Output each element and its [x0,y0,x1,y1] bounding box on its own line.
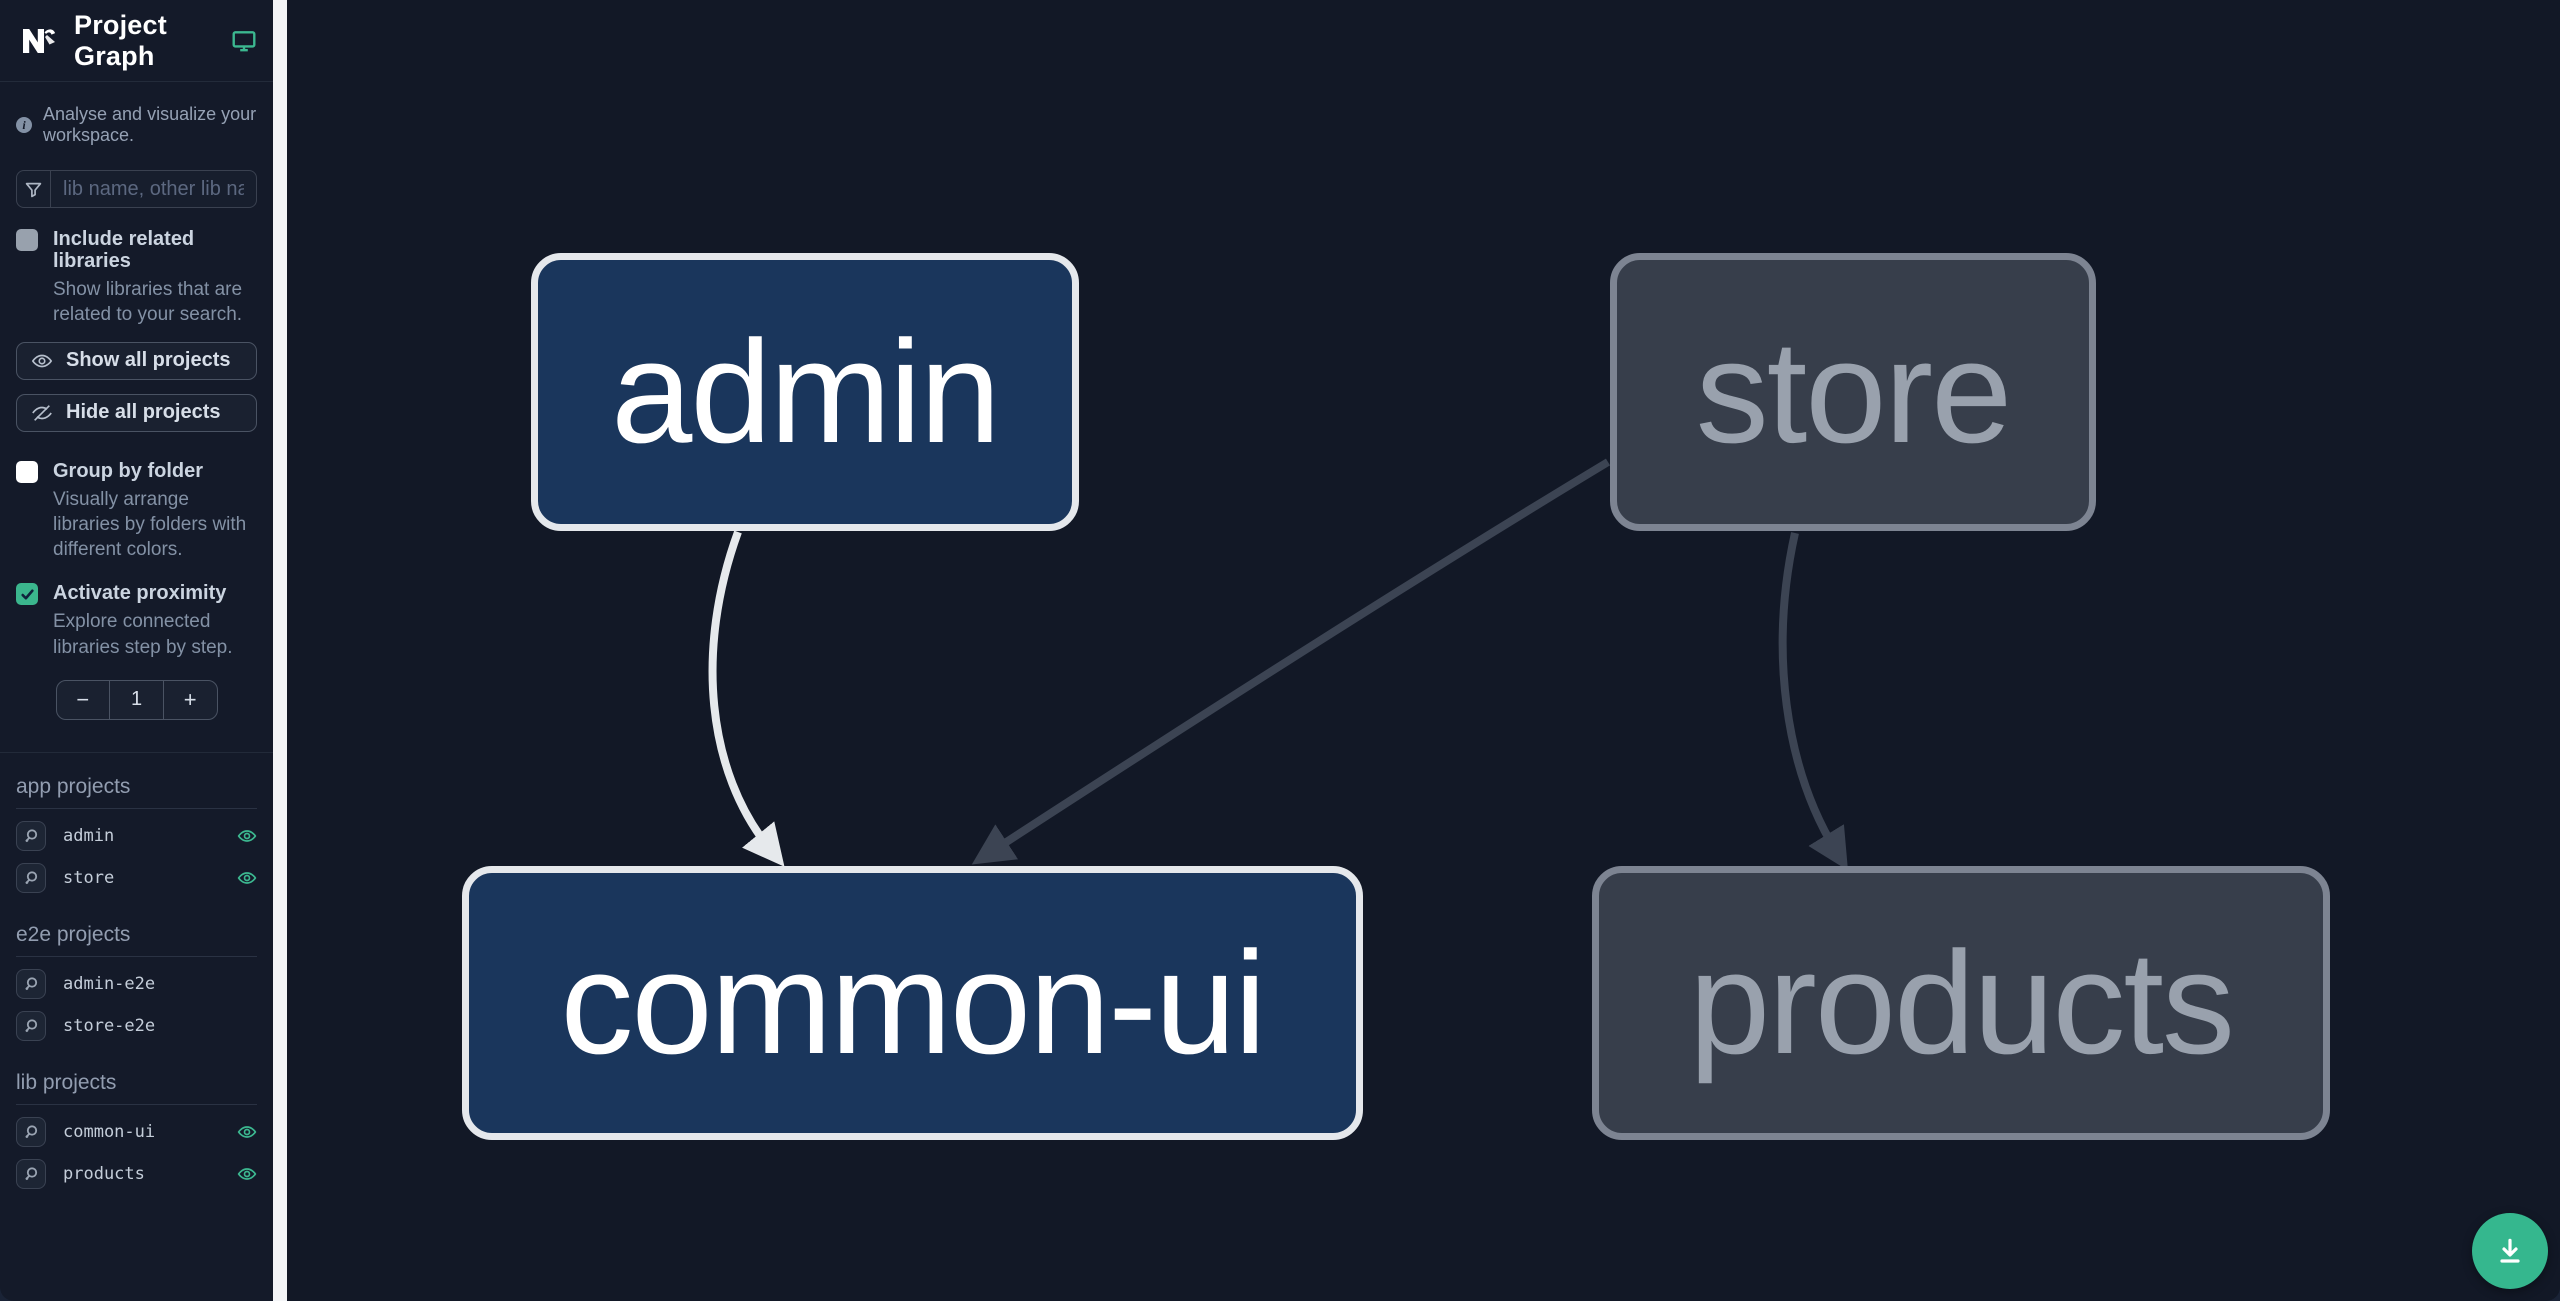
sidebar-header: Project Graph [0,0,273,82]
project-name: admin-e2e [63,973,156,994]
project-row-store[interactable]: store [16,862,257,893]
node-label: products [1689,921,2235,1084]
checkbox-label: Include related libraries [53,228,195,272]
project-row-products[interactable]: products [16,1158,257,1189]
section-title: app projects [16,775,257,809]
graph-canvas[interactable]: admin store common-ui products [287,0,2560,1301]
activate-proximity-texts: Activate proximity Explore connected lib… [53,582,257,660]
node-label: admin [611,310,1001,473]
panel-resize-handle[interactable] [273,0,287,1301]
checkbox-description: Explore connected libraries step by step… [53,611,233,658]
edge-store-to-common-ui [971,458,1611,865]
checkbox-description: Visually arrange libraries by folders wi… [53,488,247,561]
section-title: lib projects [16,1071,257,1105]
search-box [16,170,257,208]
checkbox-description: Show libraries that are related to your … [53,279,243,326]
show-all-label: Show all projects [66,349,231,372]
download-icon [2500,1238,2520,1263]
include-related-checkbox-row[interactable]: Include related libraries Show libraries… [16,228,257,328]
hide-all-label: Hide all projects [66,401,221,424]
proximity-depth-stepper: − 1 + [55,679,218,720]
project-name: admin [63,825,115,846]
section-e2e-projects: e2e projects admin-e2e store-e2e [0,923,273,1041]
project-name: store [63,867,115,888]
graph-node-common-ui[interactable]: common-ui [462,866,1363,1140]
monitor-icon [232,30,256,51]
section-app-projects: app projects admin store [0,775,273,893]
toggle-visibility-eye-icon[interactable] [237,826,257,846]
focus-project-icon[interactable] [16,968,46,999]
dependency-edges [708,458,1848,871]
project-name: store-e2e [63,1015,156,1036]
activate-proximity-checkbox-row[interactable]: Activate proximity Explore connected lib… [16,582,257,660]
project-row-admin-e2e[interactable]: admin-e2e [16,968,257,999]
focus-project-icon[interactable] [16,862,46,893]
info-icon: i [16,117,32,133]
focus-project-icon[interactable] [16,820,46,851]
tagline-text: Analyse and visualize your workspace. [43,104,257,145]
graph-node-admin[interactable]: admin [531,253,1079,531]
focus-project-icon[interactable] [16,1010,46,1041]
edge-store-to-products [1778,532,1848,871]
show-all-projects-button[interactable]: Show all projects [16,341,257,380]
nx-logo-icon [23,28,56,53]
eye-off-icon [32,404,52,421]
project-row-store-e2e[interactable]: store-e2e [16,1010,257,1041]
download-graph-button[interactable] [2472,1213,2548,1289]
node-label: store [1695,310,2013,473]
workspace-tagline: i Analyse and visualize your workspace. [0,82,273,146]
project-row-admin[interactable]: admin [16,820,257,851]
project-name: products [63,1163,145,1184]
include-related-texts: Include related libraries Show libraries… [53,228,257,328]
hide-all-projects-button[interactable]: Hide all projects [16,393,257,432]
activate-proximity-checkbox[interactable] [16,583,38,606]
eye-icon [31,354,53,367]
project-list-divider [0,751,273,753]
toggle-visibility-eye-icon[interactable] [237,1164,257,1184]
include-related-checkbox[interactable] [16,229,38,251]
toggle-visibility-eye-icon[interactable] [237,868,257,888]
section-lib-projects: lib projects common-ui pro [0,1071,273,1189]
increment-button[interactable]: + [183,686,197,712]
filter-funnel-icon [17,171,51,207]
edge-admin-to-common-ui [708,530,785,867]
section-title: e2e projects [16,923,257,957]
proximity-depth-value: 1 [109,680,164,719]
decrement-button[interactable]: − [76,686,90,712]
check-icon [20,589,34,600]
group-by-folder-checkbox-row[interactable]: Group by folder Visually arrange librari… [16,460,257,563]
focus-project-icon[interactable] [16,1158,46,1189]
sidebar: Project Graph i Analyse and visualize yo… [0,0,273,1301]
group-by-folder-checkbox[interactable] [16,460,38,483]
project-row-common-ui[interactable]: common-ui [16,1116,257,1147]
toggle-visibility-eye-icon[interactable] [237,1122,257,1142]
group-by-folder-texts: Group by folder Visually arrange librari… [53,460,257,563]
node-label: common-ui [560,921,1266,1084]
graph-node-products[interactable]: products [1592,866,2330,1140]
checkbox-label: Group by folder [53,459,203,482]
search-input[interactable] [51,171,256,207]
checkbox-label: Activate proximity [53,582,227,605]
page-title: Project Graph [74,9,167,71]
focus-project-icon[interactable] [16,1116,46,1147]
graph-node-store[interactable]: store [1610,253,2096,531]
project-name: common-ui [63,1121,156,1142]
